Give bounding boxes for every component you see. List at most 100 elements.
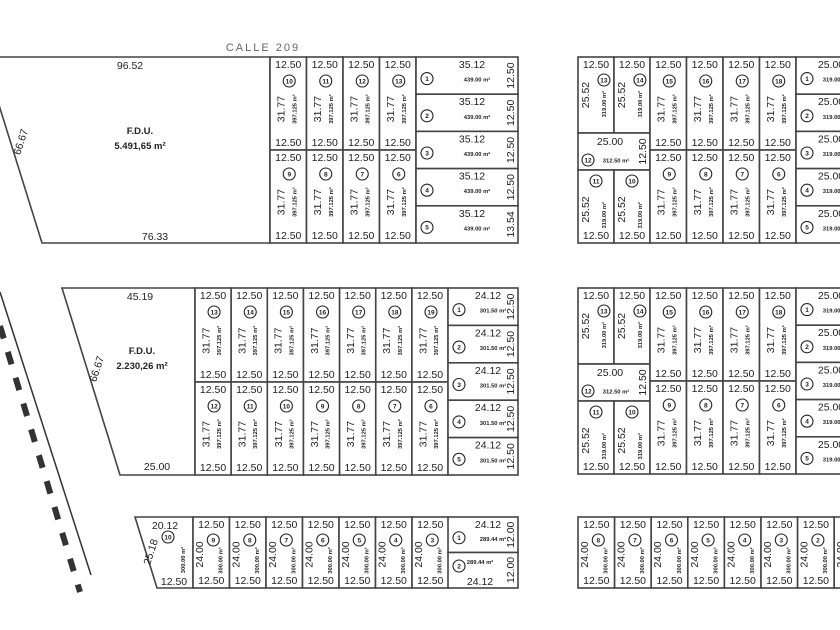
lot[interactable]: 25.003319.00 m² xyxy=(795,130,840,170)
lot[interactable]: 25.004319.00 m² xyxy=(795,167,840,207)
lot-front: 12.50 xyxy=(692,152,718,164)
lot-area: 300.00 m² xyxy=(603,547,610,573)
lot-number-circle-icon xyxy=(355,74,369,88)
lot[interactable]: 25.004319.00 m² xyxy=(795,398,840,438)
lot[interactable]: 25.002319.00 m² xyxy=(795,93,840,133)
lot[interactable]: 25.003319.00 m² xyxy=(795,361,840,401)
lot-number: 5 xyxy=(425,225,429,232)
lot-number-circle-icon xyxy=(774,533,788,547)
lot-front: 25.00 xyxy=(818,59,840,71)
lot-number-circle-icon xyxy=(243,305,257,319)
lot-number: 12 xyxy=(210,403,218,410)
lot-outline xyxy=(415,130,519,170)
lot-number: 15 xyxy=(283,309,291,316)
lot[interactable]: 25.005319.00 m² xyxy=(795,205,840,244)
lot[interactable]: 25.001319.00 m² xyxy=(795,287,840,327)
lot-side: 12.50 xyxy=(505,137,517,163)
lot[interactable]: 25.001319.00 m² xyxy=(795,56,840,96)
lot[interactable]: 25.002319.00 m² xyxy=(795,324,840,364)
lot-number-circle-icon xyxy=(420,220,434,234)
lot[interactable]: 25.005319.00 m² xyxy=(795,435,840,475)
